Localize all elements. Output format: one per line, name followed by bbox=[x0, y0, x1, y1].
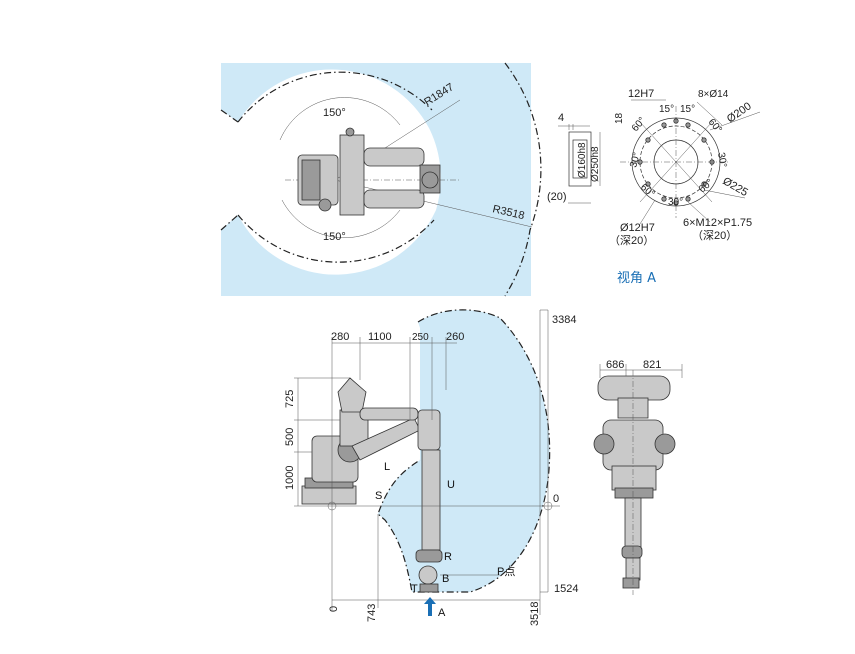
dim-821: 821 bbox=[643, 359, 661, 371]
dim-743: 743 bbox=[366, 604, 378, 622]
angle-60-br: 60° bbox=[697, 177, 716, 195]
angle-30-l: 30° bbox=[628, 151, 643, 168]
dim-d250: Ø250h8 bbox=[590, 146, 601, 182]
axis-B: B bbox=[442, 573, 449, 585]
dim-d200: Ø200 bbox=[725, 100, 754, 125]
axis-R: R bbox=[444, 551, 452, 563]
robot-top-view bbox=[297, 127, 441, 216]
dim-3518: 3518 bbox=[529, 602, 541, 626]
dim-18: 18 bbox=[614, 112, 625, 124]
angle-30-b: 30° bbox=[668, 197, 683, 208]
view-a-title: 视角 A bbox=[617, 271, 656, 286]
dim-686: 686 bbox=[606, 359, 624, 371]
axis-U: U bbox=[447, 479, 455, 491]
dim-1524: 1524 bbox=[554, 583, 578, 595]
dim-8x14: 8×Ø14 bbox=[698, 89, 729, 100]
dim-20: (20) bbox=[547, 191, 567, 203]
view-a-arrow bbox=[424, 597, 436, 616]
side-view-envelope bbox=[378, 309, 550, 592]
dim-500: 500 bbox=[284, 428, 296, 446]
angle-60-tl: 60° bbox=[630, 115, 648, 134]
top-view: 150° 150° R1847 R3518 bbox=[220, 62, 542, 297]
flange-side-profile bbox=[568, 131, 592, 187]
note-12h7-depth: （深20） bbox=[609, 234, 654, 247]
dim-0-right: 0 bbox=[553, 493, 559, 505]
note-12h7: Ø12H7 bbox=[620, 222, 655, 234]
side-view-boundary bbox=[377, 309, 551, 593]
front-view: 686 821 bbox=[593, 359, 683, 595]
note-m12-depth: （深20） bbox=[692, 229, 737, 242]
top-view-inner-arc-bottom bbox=[237, 214, 435, 263]
angle-30-r: 30° bbox=[715, 152, 728, 169]
flange-detail: 4 Ø160h8 Ø250h8 (20) bbox=[547, 88, 761, 286]
angle-15b: 15° bbox=[680, 104, 695, 115]
dim-280: 280 bbox=[331, 331, 349, 343]
side-view: 280 1100 250 260 725 500 1000 3384 0 152… bbox=[284, 309, 578, 626]
dim-d225: Ø225 bbox=[721, 175, 750, 199]
p-point-label: P点 bbox=[497, 565, 515, 578]
top-view-inner-arc-top bbox=[237, 71, 433, 123]
note-m12: 6×M12×P1.75 bbox=[683, 217, 752, 229]
dim-1100: 1100 bbox=[368, 331, 392, 343]
dim-4: 4 bbox=[558, 112, 564, 124]
dim-3384: 3384 bbox=[552, 314, 576, 326]
axis-T: T bbox=[411, 583, 418, 595]
dim-1000: 1000 bbox=[284, 466, 296, 490]
axis-S: S bbox=[375, 490, 382, 502]
dim-250: 250 bbox=[412, 332, 429, 343]
angle-60-bl: 60° bbox=[638, 182, 657, 200]
dim-725: 725 bbox=[284, 390, 296, 408]
dim-0-bottom: 0 bbox=[328, 606, 340, 612]
angle-15a: 15° bbox=[659, 104, 674, 115]
arrow-a-label: A bbox=[438, 607, 446, 619]
dim-12h7: 12H7 bbox=[628, 88, 654, 100]
dim-d160: Ø160h8 bbox=[577, 142, 588, 178]
angle-bottom-label: 150° bbox=[323, 231, 346, 243]
angle-top-label: 150° bbox=[323, 107, 346, 119]
axis-L: L bbox=[384, 461, 390, 473]
dim-260: 260 bbox=[446, 331, 464, 343]
